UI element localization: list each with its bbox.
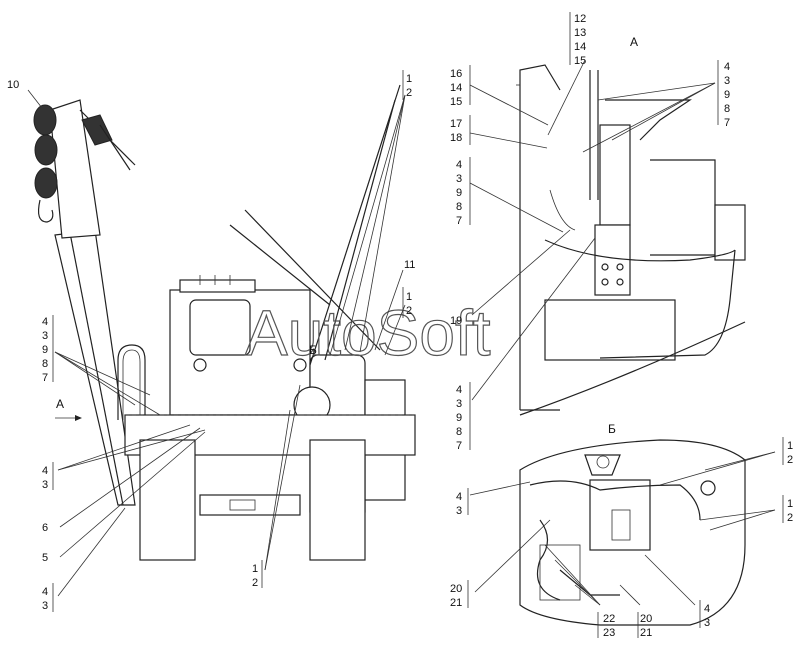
view-label-a: А (630, 35, 638, 49)
callout: 8 (456, 201, 462, 213)
callout-b-label: Б (309, 343, 317, 357)
callout: 2 (406, 305, 412, 317)
callout: 7 (724, 117, 730, 129)
callout: 1 (252, 563, 258, 575)
callout: 9 (456, 187, 462, 199)
cab-window (189, 299, 251, 356)
a-housing (544, 299, 676, 361)
view-a (519, 64, 746, 416)
callout-numbers: 10 1 2 11 1 2 4 3 9 8 7 4 3 6 5 4 3 1 2 … (7, 13, 793, 639)
callout: 12 (574, 13, 586, 25)
callout: 3 (42, 479, 48, 491)
callout: 9 (42, 344, 48, 356)
callout: 8 (456, 426, 462, 438)
callout: 4 (456, 491, 462, 503)
callout: 4 (42, 316, 48, 328)
callout: 14 (450, 82, 462, 94)
callout: 14 (574, 41, 586, 53)
callout: 17 (450, 118, 462, 130)
callout: 11 (404, 259, 415, 271)
callout: 20 (640, 613, 652, 625)
callout: 6 (42, 522, 48, 534)
callout: 4 (42, 586, 48, 598)
callout: 2 (406, 87, 412, 99)
callout: 7 (42, 372, 48, 384)
callout: 10 (7, 79, 19, 91)
crane-jib (49, 99, 101, 239)
callout: 3 (704, 617, 710, 629)
hose-loop (117, 344, 146, 420)
callout: 15 (574, 55, 586, 67)
callout: 16 (450, 68, 462, 80)
callout: 1 (787, 440, 793, 452)
callout: 4 (724, 61, 730, 73)
callout: 2 (252, 577, 258, 589)
main-view (33, 84, 416, 561)
callout: 21 (640, 627, 652, 639)
view-label-b: Б (608, 422, 616, 436)
wheel-left (139, 439, 196, 561)
leader-lines (27, 59, 776, 606)
callout: 3 (456, 173, 462, 185)
callout: 7 (456, 440, 462, 452)
callout: 1 (406, 291, 412, 303)
callout: 4 (704, 603, 710, 615)
callout: 1 (406, 73, 412, 85)
callout: 20 (450, 583, 462, 595)
callout: 22 (603, 613, 615, 625)
callout: 15 (450, 96, 462, 108)
callout: 19 (450, 315, 462, 327)
arrow-label-a: А (56, 397, 64, 411)
callout: 8 (724, 103, 730, 115)
callout: 18 (450, 132, 462, 144)
callout: 13 (574, 27, 586, 39)
view-arrow-icon (75, 415, 82, 421)
callout: 8 (42, 358, 48, 370)
callout: 21 (450, 597, 462, 609)
callout: 3 (724, 75, 730, 87)
hook-block (33, 104, 131, 223)
callout: 4 (456, 384, 462, 396)
callout: 3 (456, 505, 462, 517)
a-column (599, 124, 631, 226)
callout: 3 (456, 398, 462, 410)
callout: 5 (42, 552, 48, 564)
callout: 1 (787, 498, 793, 510)
callout: 2 (787, 454, 793, 466)
callout: 3 (42, 330, 48, 342)
wheel-right (309, 439, 366, 561)
callout: 2 (787, 512, 793, 524)
callout: 7 (456, 215, 462, 227)
callout-bars (52, 12, 784, 638)
callout: 9 (724, 89, 730, 101)
callout: 3 (42, 600, 48, 612)
callout: 9 (456, 412, 462, 424)
b-block (589, 479, 651, 551)
callout: 4 (456, 159, 462, 171)
callout: 4 (42, 465, 48, 477)
callout: 23 (603, 627, 615, 639)
